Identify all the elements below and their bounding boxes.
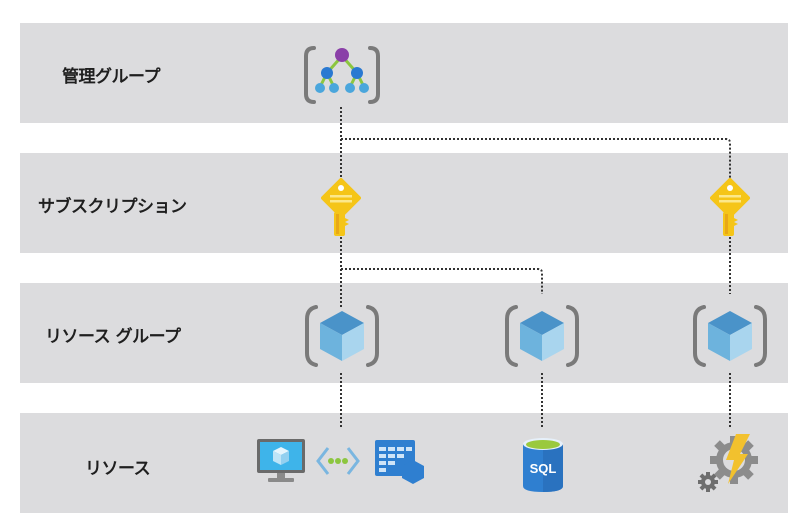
band-management-group: 管理グループ [20,23,788,123]
virtual-network-icon[interactable] [316,444,360,478]
management-group-icon[interactable] [302,44,382,106]
sql-label: SQL [530,461,557,476]
virtual-machine-icon[interactable] [256,438,306,484]
app-service-plan-icon[interactable] [373,438,427,484]
connector-sub1-to-rg2 [341,268,543,294]
subscription-key-icon-2[interactable] [710,178,750,238]
level-label-resource-group: リソース グループ [45,327,181,347]
connector-mg-to-sub2 [341,138,731,178]
resource-group-icon-2[interactable] [502,303,582,369]
level-label-management-group: 管理グループ [62,67,160,87]
resource-group-icon-3[interactable] [690,303,770,369]
sql-database-icon[interactable]: SQL [521,436,565,494]
level-label-subscription: サブスクリプション [38,197,187,217]
band-resource-group: リソース グループ [20,283,788,383]
subscription-key-icon-1[interactable] [321,178,361,238]
band-subscription: サブスクリプション [20,153,788,253]
resource-group-icon-1[interactable] [302,303,382,369]
function-app-icon[interactable] [694,432,764,496]
level-label-resource: リソース [85,459,151,479]
